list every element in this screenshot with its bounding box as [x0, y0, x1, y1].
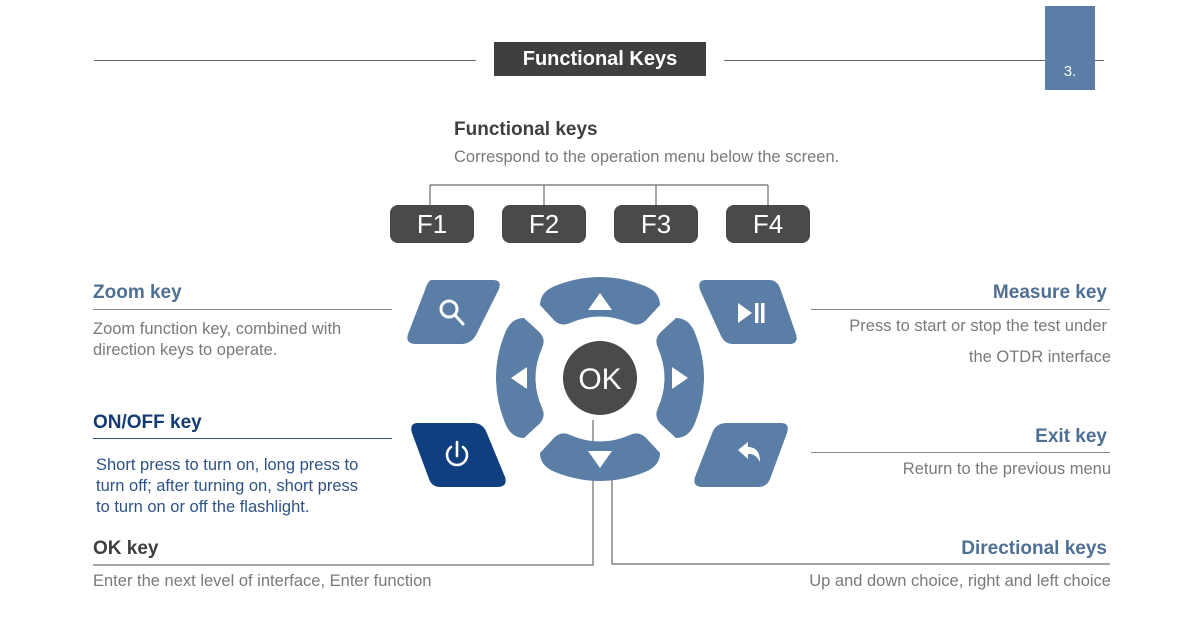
- f1-key[interactable]: F1: [390, 205, 474, 243]
- functional-keys-description: Correspond to the operation menu below t…: [454, 148, 840, 166]
- exit-key[interactable]: [694, 423, 788, 487]
- ok-key-description: Enter the next level of interface, Enter…: [93, 572, 432, 590]
- measure-key-description-line2: the OTDR interface: [968, 348, 1111, 366]
- arrow-up-icon: [588, 293, 612, 310]
- onoff-key-description-line2: turn off; after turning on, short press: [96, 477, 359, 495]
- zoom-key-description-line2: direction keys to operate.: [93, 341, 278, 359]
- directional-keys-description: Up and down choice, right and left choic…: [809, 572, 1111, 590]
- zoom-key-description-line1: Zoom function key, combined with: [93, 320, 342, 338]
- onoff-key-rule: [93, 438, 392, 439]
- ok-key-leader: [93, 420, 594, 566]
- header-rule-left: [94, 60, 476, 61]
- f2-key[interactable]: F2: [502, 205, 586, 243]
- search-icon: [439, 299, 465, 326]
- measure-key-rule: [811, 309, 1110, 310]
- exit-key-rule: [811, 452, 1110, 453]
- onoff-key-description-line3: to turn on or off the flashlight.: [96, 498, 310, 516]
- page-title: Functional Keys: [494, 42, 706, 76]
- arrow-right-icon: [672, 367, 688, 389]
- arrow-down-icon: [588, 451, 612, 468]
- measure-key-heading: Measure key: [992, 282, 1107, 303]
- directional-keys-leader: [611, 465, 1110, 565]
- zoom-key[interactable]: [407, 280, 500, 344]
- ok-key-heading: OK key: [93, 538, 159, 559]
- play-pause-icon: [738, 303, 765, 323]
- measure-key[interactable]: [699, 280, 797, 344]
- back-arrow-icon: [738, 442, 760, 462]
- onoff-key-heading: ON/OFF key: [93, 412, 202, 433]
- zoom-key-rule: [93, 309, 392, 310]
- page-number-tab: 3.: [1045, 6, 1095, 90]
- arrow-left-icon: [511, 367, 527, 389]
- f4-key[interactable]: F4: [726, 205, 810, 243]
- onoff-key-description-line1: Short press to turn on, long press to: [96, 456, 359, 474]
- measure-key-description-line1: Press to start or stop the test under: [849, 317, 1107, 335]
- ok-key-label: OK: [578, 363, 621, 396]
- functional-keys-heading: Functional keys: [454, 119, 598, 140]
- header-rule-right: [724, 60, 1104, 61]
- zoom-key-heading: Zoom key: [93, 282, 182, 303]
- exit-key-description: Return to the previous menu: [902, 460, 1111, 478]
- directional-keys: [496, 277, 704, 481]
- ok-key[interactable]: OK: [563, 341, 637, 415]
- f3-key[interactable]: F3: [614, 205, 698, 243]
- exit-key-heading: Exit key: [1035, 426, 1107, 447]
- onoff-key[interactable]: [411, 423, 506, 487]
- directional-keys-heading: Directional keys: [961, 538, 1107, 559]
- power-icon: [445, 440, 469, 467]
